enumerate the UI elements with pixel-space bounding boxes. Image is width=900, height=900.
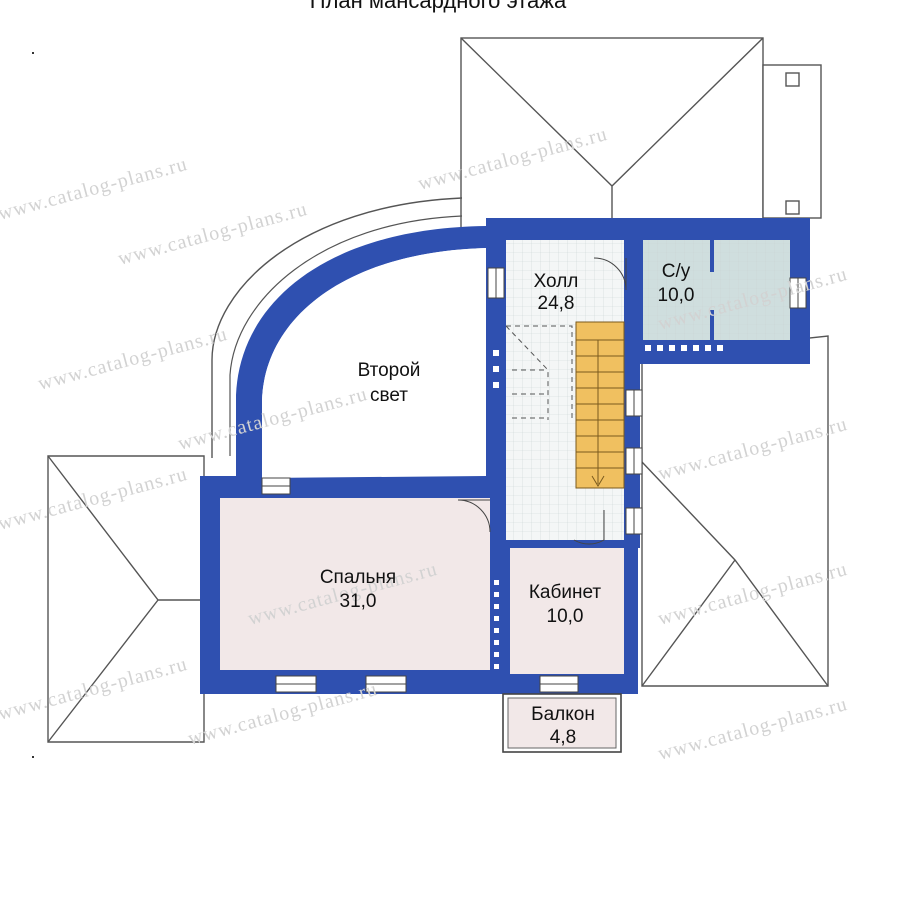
roof-left-ridge <box>47 455 204 743</box>
second-light-name-1: Второй <box>358 360 421 381</box>
room-labels: Холл 24,8 С/у 10,0 Второй свет Спальня 3… <box>320 261 695 748</box>
chimney-square-bottom <box>785 200 800 215</box>
study-area: 10,0 <box>547 606 584 627</box>
balcony-name: Балкон <box>531 704 595 725</box>
second-light-name-2: свет <box>370 385 408 406</box>
bath-name: С/у <box>662 261 691 282</box>
watermark-4: www.catalog-plans.ru <box>36 323 230 395</box>
bedroom-area: 31,0 <box>340 591 377 612</box>
bath-area: 10,0 <box>658 285 695 306</box>
study-name: Кабинет <box>529 582 602 603</box>
doors <box>457 257 627 545</box>
balcony <box>502 693 622 753</box>
study-floor <box>510 548 624 674</box>
terrace-curve <box>211 197 463 458</box>
windows <box>261 267 807 693</box>
plan-title: План мансардного этажа <box>310 0 567 13</box>
staircase <box>505 321 625 489</box>
second-light-area <box>262 248 486 478</box>
chimney-square-top <box>785 72 800 87</box>
corner-marks <box>32 52 34 758</box>
roof-left <box>47 455 205 743</box>
wall-dots <box>493 345 723 669</box>
roof-right <box>641 335 829 687</box>
watermark-13: www.catalog-plans.ru <box>656 693 850 765</box>
terrace-curve-inner <box>229 215 463 456</box>
watermark-2: www.catalog-plans.ru <box>116 198 310 270</box>
hall-area: 24,8 <box>538 293 575 314</box>
roof-right-ridge <box>641 461 829 687</box>
balcony-area: 4,8 <box>550 727 576 748</box>
bedroom-name: Спальня <box>320 567 396 588</box>
hall-name: Холл <box>534 271 579 292</box>
bedroom-floor <box>220 498 490 670</box>
roof-outlines <box>47 37 829 743</box>
roof-top-right-strip <box>762 64 822 219</box>
watermark-1: www.catalog-plans.ru <box>0 153 190 225</box>
